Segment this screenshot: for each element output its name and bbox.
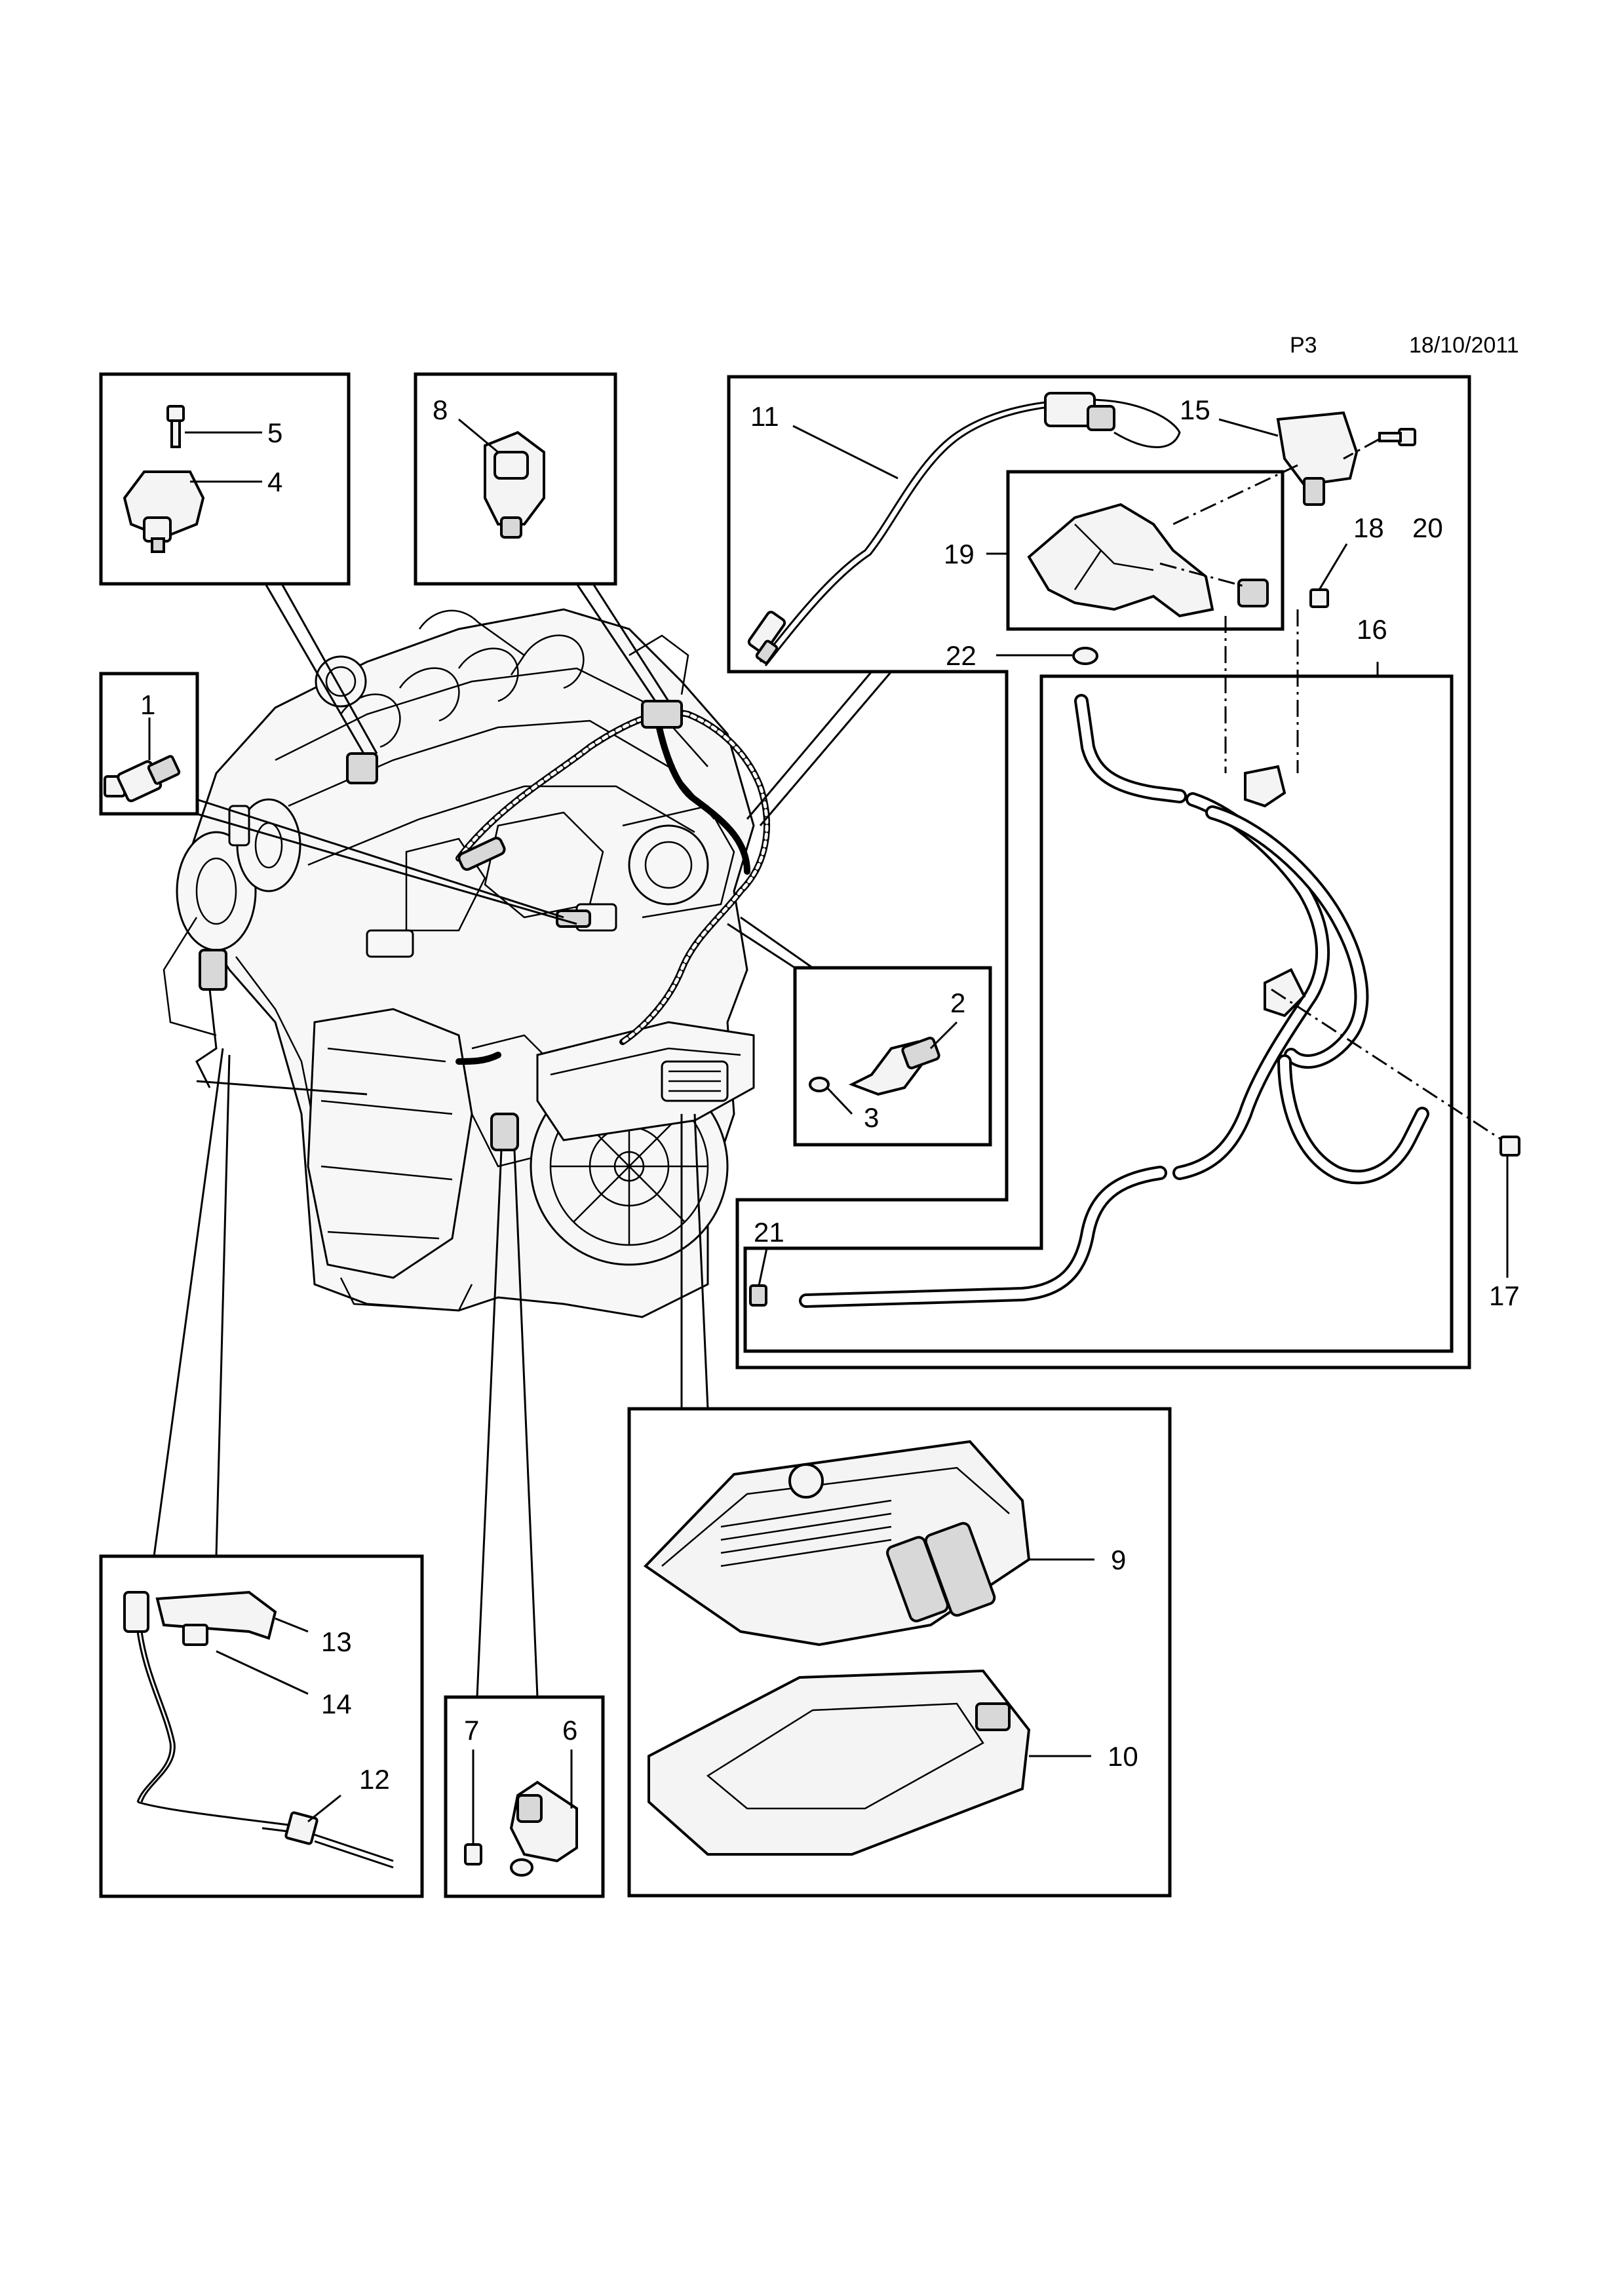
callout-21: 21 [754, 1217, 784, 1248]
detail-box-cam-sensor: 5 4 [99, 372, 351, 586]
detail-box-sensor-1: 1 [99, 672, 199, 816]
detail-box-pressure-pipes: 21 17 [743, 609, 1520, 1353]
detail-box-ecu: 9 10 [627, 1407, 1172, 1898]
callout-6: 6 [562, 1715, 577, 1746]
detail-box-map-sensor: 8 [414, 372, 617, 586]
diagram-date: 18/10/2011 [1409, 333, 1519, 358]
engine-assembly [163, 608, 770, 1318]
detail-box-crank-sensor: 7 6 [444, 1695, 605, 1898]
callout-11: 11 [750, 401, 779, 432]
callout-17: 17 [1489, 1280, 1520, 1311]
callout-8: 8 [433, 394, 448, 425]
detail-box-temp-sensor: 2 3 [793, 966, 992, 1147]
callout-5: 5 [267, 417, 282, 448]
callout-9: 9 [1111, 1544, 1126, 1575]
callout-7: 7 [464, 1715, 479, 1746]
callout-16: 16 [1357, 614, 1387, 645]
callout-2: 2 [950, 987, 965, 1018]
callout-4: 4 [267, 467, 282, 497]
callout-15: 15 [1180, 394, 1210, 425]
detail-box-egt-sensor: 13 14 12 [99, 1554, 424, 1898]
leader-lines [153, 583, 893, 1698]
callout-13: 13 [321, 1626, 352, 1657]
callout-1: 1 [140, 689, 155, 720]
callout-20: 20 [1412, 512, 1443, 543]
callout-10: 10 [1108, 1741, 1138, 1772]
callout-19: 19 [944, 539, 975, 569]
callout-18: 18 [1353, 512, 1384, 543]
callout-3: 3 [864, 1102, 879, 1133]
page-code: P3 [1290, 333, 1317, 358]
callout-12: 12 [359, 1764, 390, 1795]
callout-22: 22 [946, 640, 976, 671]
detail-box-lambda-sensor: 11 15 20 18 19 22 16 [727, 375, 1471, 1369]
callout-14: 14 [321, 1689, 352, 1719]
